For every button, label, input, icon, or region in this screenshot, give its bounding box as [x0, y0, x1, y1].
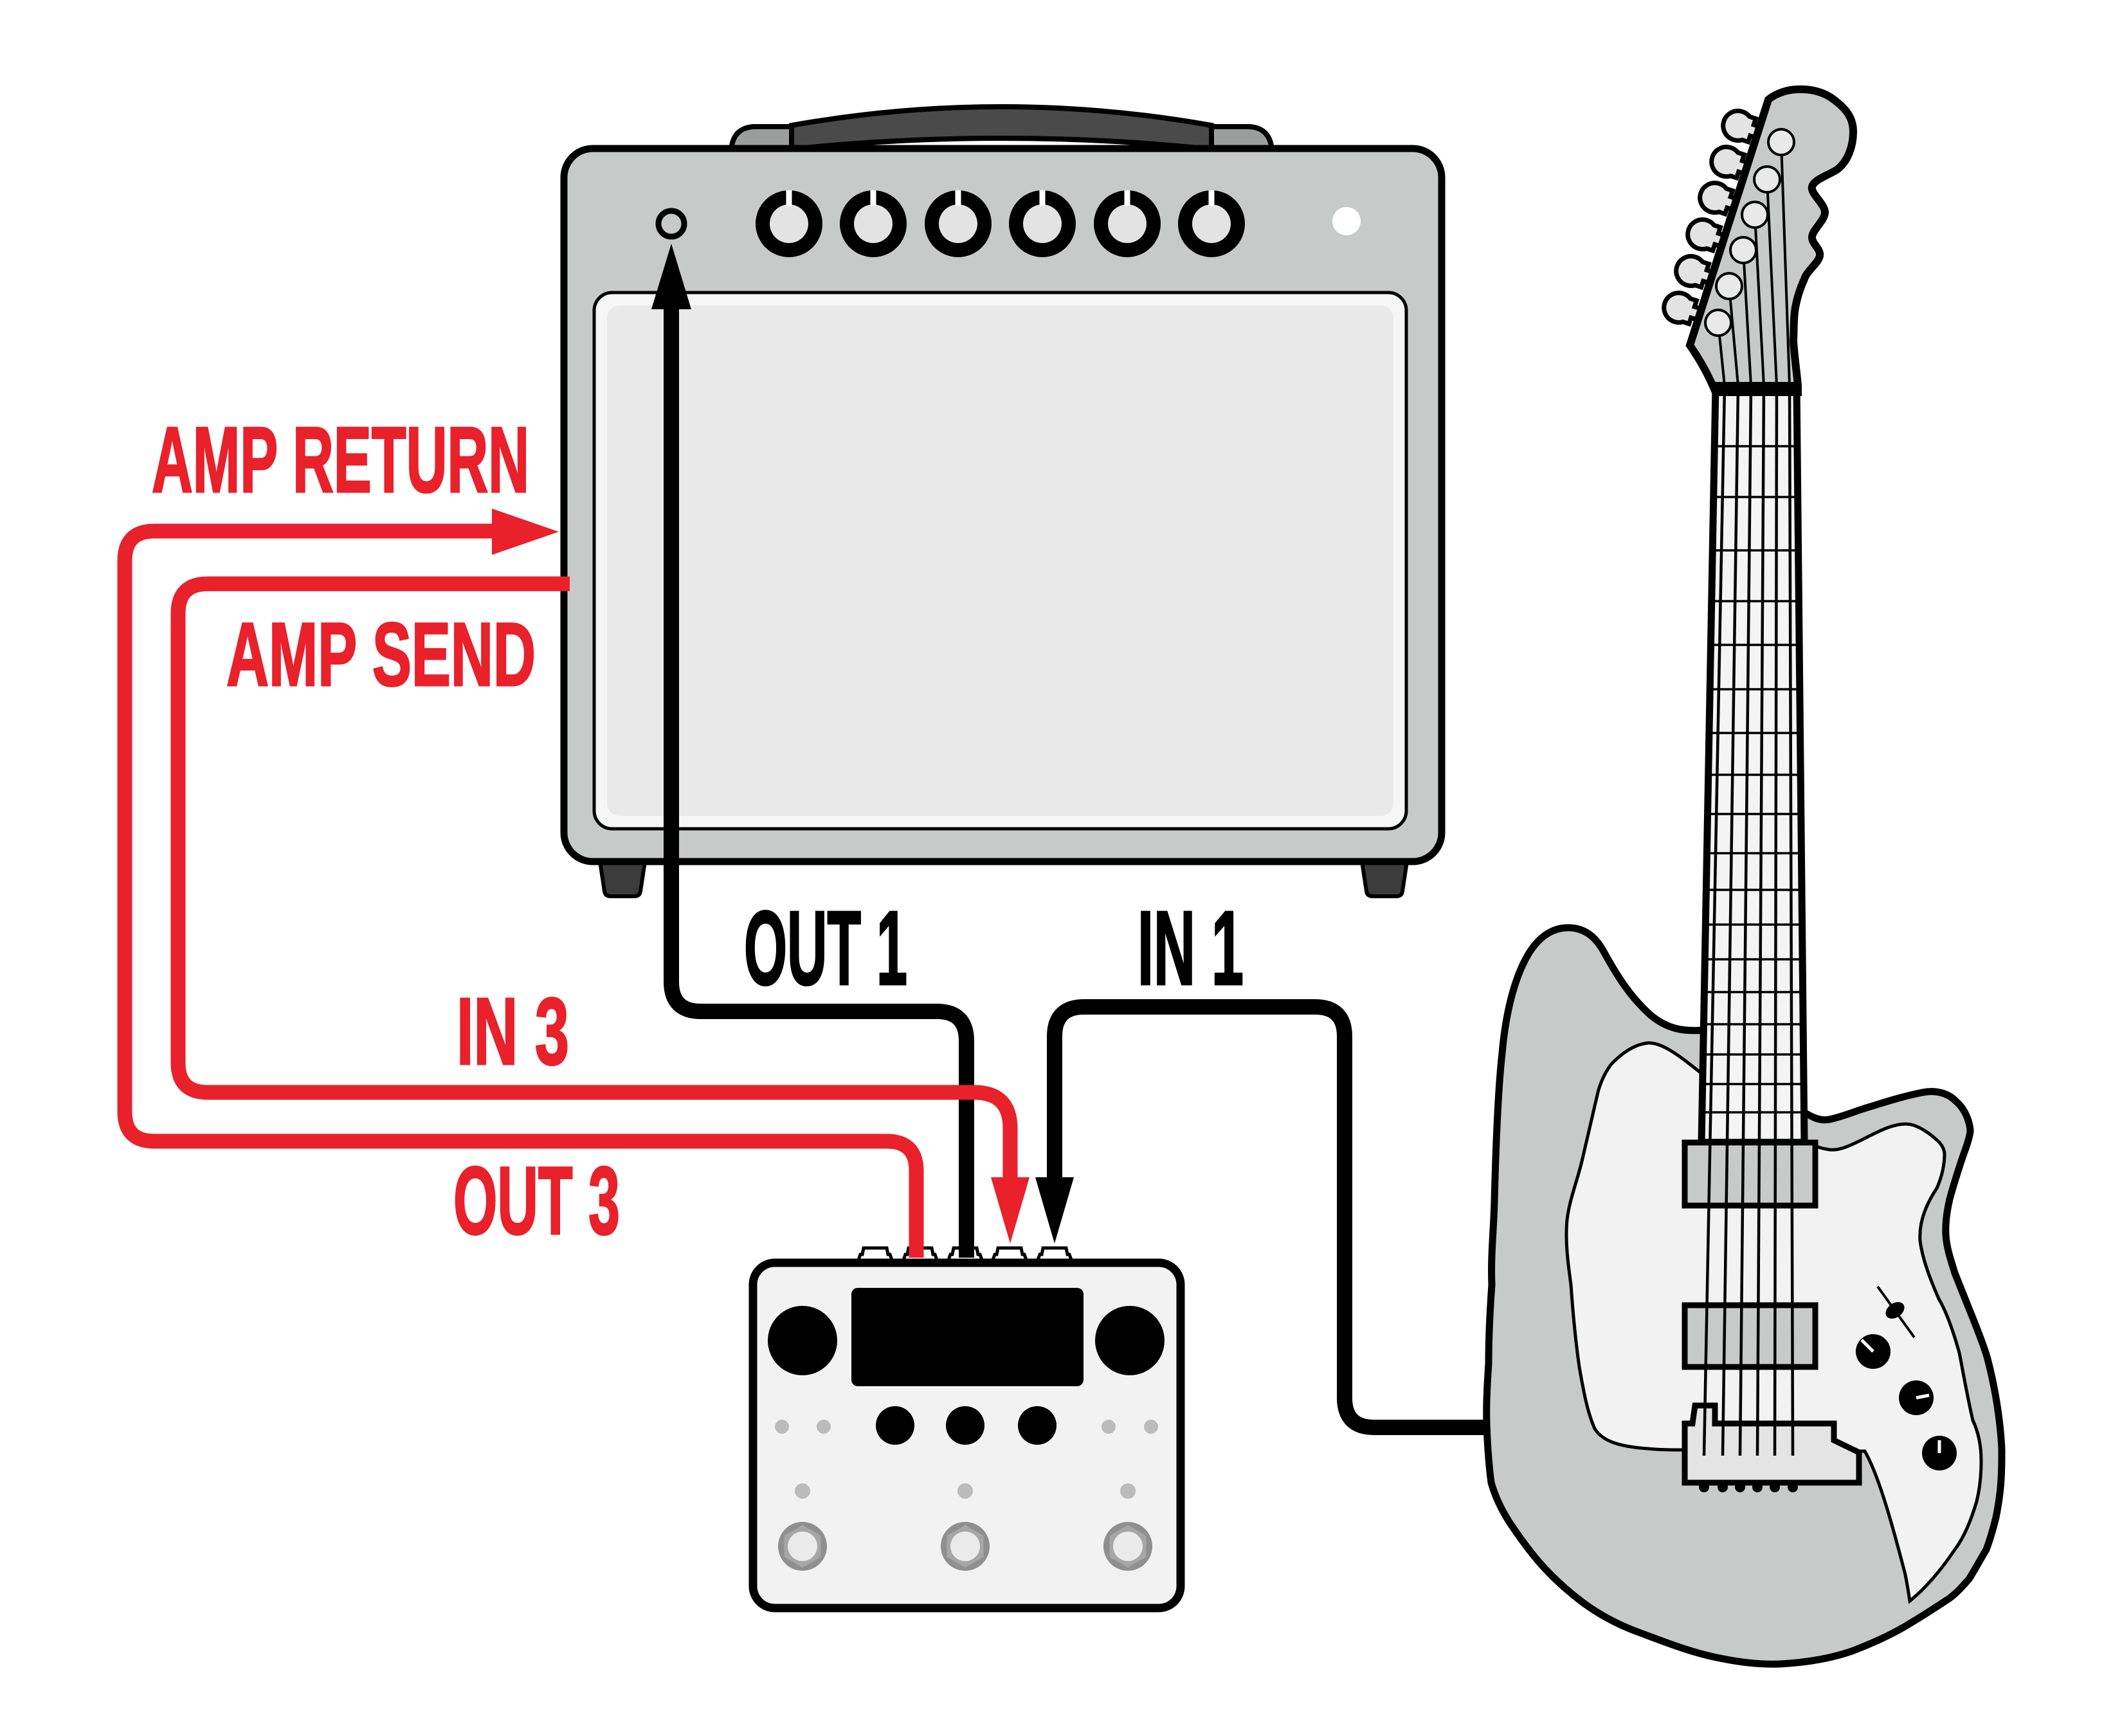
svg-text:OUT 3: OUT 3: [453, 1146, 620, 1254]
svg-text:IN 3: IN 3: [457, 979, 569, 1085]
svg-text:AMP RETURN: AMP RETURN: [152, 408, 529, 512]
svg-text:OUT 1: OUT 1: [744, 889, 907, 1007]
svg-text:IN 1: IN 1: [1138, 889, 1244, 1007]
svg-text:AMP SEND: AMP SEND: [226, 604, 536, 705]
